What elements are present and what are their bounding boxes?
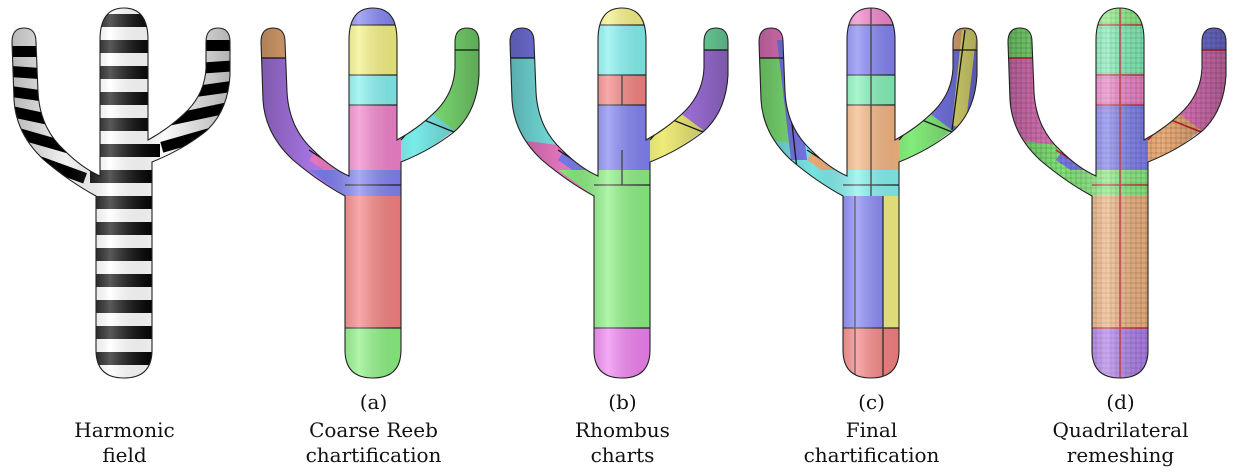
caption-line-1: Coarse Reeb [249, 418, 498, 443]
panel-rhombus-charts: (b) Rhombus charts [498, 0, 747, 472]
stripe-band [90, 378, 160, 390]
stripe-band [90, 248, 160, 261]
chart-regions [498, 0, 747, 390]
stripe-band-left [0, 46, 90, 57]
sublabel-b: (b) [498, 390, 747, 415]
sublabel-d: (d) [996, 390, 1245, 415]
caption-line-1: Quadrilateral [996, 418, 1245, 443]
caption-line-2: remeshing [996, 443, 1245, 468]
chart-regions [249, 0, 498, 390]
stripe-band [90, 222, 160, 235]
caption-rhombus-charts: Rhombus charts [498, 418, 747, 468]
rhombus-charts-cactus [498, 0, 747, 390]
chart-region-trunk-strip [883, 196, 899, 328]
caption-line-1: Final [747, 418, 996, 443]
caption-line-1: Harmonic [0, 418, 249, 443]
chart-region-trunkA [345, 25, 401, 75]
caption-final-chartification: Final chartification [747, 418, 996, 468]
quadrilateral-remeshing-cactus [996, 0, 1245, 390]
stripe-band [90, 196, 160, 209]
sublabel-c: (c) [747, 390, 996, 415]
chart-region-trunkBot [843, 328, 899, 390]
caption-line-2: chartification [747, 443, 996, 468]
harmonic-field-cactus [0, 0, 249, 390]
chart-region-trunkTop [594, 0, 650, 25]
chart-region-rightTip [444, 0, 498, 50]
chart-region-trunkBot [345, 328, 401, 390]
final-chartification-cactus [747, 0, 996, 390]
chart-region-trunkMid [594, 196, 650, 328]
stripe-band [90, 274, 160, 287]
caption-line-1: Rhombus [498, 418, 747, 443]
stripe-band [90, 326, 160, 339]
caption-harmonic-field: Harmonic field [0, 418, 249, 468]
caption-line-2: chartification [249, 443, 498, 468]
stripe-band [90, 300, 160, 313]
chart-region-trunkB [345, 75, 401, 105]
chart-region-trunkA [594, 25, 650, 75]
chart-region-trunkTop [345, 0, 401, 25]
panel-coarse-reeb: (a) Coarse Reeb chartification [249, 0, 498, 472]
panel-harmonic-field: Harmonic field [0, 0, 249, 472]
chart-region-rightTip [693, 0, 747, 50]
stripe-band-right [160, 59, 249, 76]
chart-region-rightTip [1191, 0, 1245, 50]
chart-region-trunkMid [345, 196, 401, 328]
coarse-reeb-cactus [249, 0, 498, 390]
chart-region-trunkBot [594, 328, 650, 390]
panel-quadrilateral-remeshing: (d) Quadrilateral remeshing [996, 0, 1245, 472]
panel-final-chartification: (c) Final chartification [747, 0, 996, 472]
caption-line-2: charts [498, 443, 747, 468]
caption-coarse-reeb: Coarse Reeb chartification [249, 418, 498, 468]
stripe-band [90, 14, 160, 27]
caption-line-2: field [0, 443, 249, 468]
stripe-field [0, 0, 249, 390]
stripe-band-right [160, 40, 249, 51]
sublabel-a: (a) [249, 390, 498, 415]
caption-quadrilateral-remeshing: Quadrilateral remeshing [996, 418, 1245, 468]
